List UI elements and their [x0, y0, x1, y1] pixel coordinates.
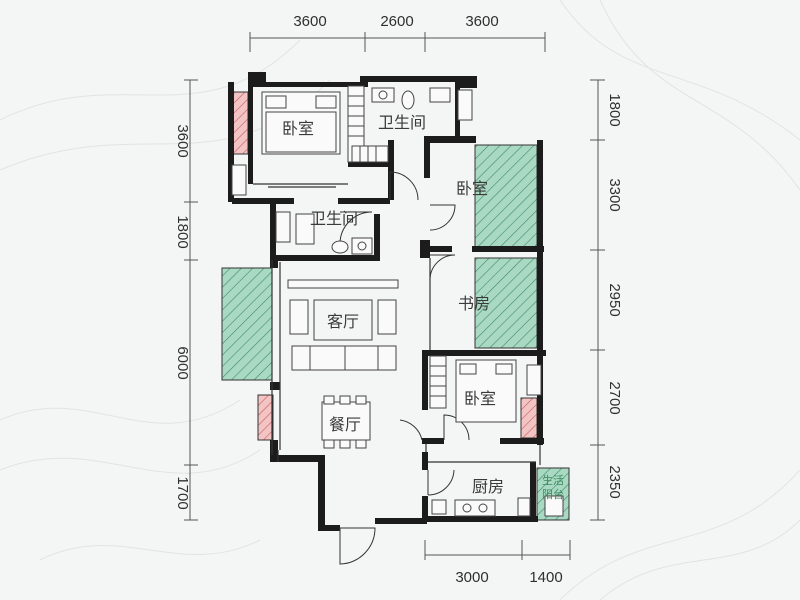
thin-lines: [253, 183, 541, 465]
dimension-lines: [184, 32, 605, 560]
dim-bottom-1: 3000: [455, 569, 488, 586]
dim-right-1: 1800: [606, 93, 623, 126]
room-label-kitchen: 厨房: [472, 477, 504, 496]
room-label-master-bedroom: 卧室: [282, 119, 314, 138]
room-label-small-bedroom: 卧室: [464, 389, 496, 408]
room-label-master-bathroom: 卫生间: [378, 113, 426, 132]
room-label-east-bedroom: 卧室: [456, 179, 488, 198]
balcony-master-hatch: [231, 91, 249, 155]
dim-left-2: 1800: [174, 215, 191, 248]
walls: [228, 72, 546, 531]
room-label-living: 客厅: [327, 312, 359, 331]
room-label-laundry-line1: 生活: [542, 473, 564, 487]
furniture: [231, 85, 564, 517]
dim-right-5: 2350: [606, 465, 623, 498]
dim-top-1: 3600: [293, 13, 326, 30]
balcony-dining-hatch: [257, 394, 274, 441]
dim-top-2: 2600: [380, 13, 413, 30]
room-label-dining: 餐厅: [329, 415, 361, 434]
room-label-study: 书房: [458, 294, 490, 313]
balcony-living: [221, 267, 273, 381]
dim-right-4: 2700: [606, 381, 623, 414]
dim-top-3: 3600: [465, 13, 498, 30]
dim-left-1: 3600: [174, 124, 191, 157]
room-label-laundry-line2: 阳台: [542, 487, 564, 501]
dim-left-3: 6000: [174, 346, 191, 379]
dim-right-3: 2950: [606, 283, 623, 316]
doors: [339, 171, 470, 565]
balcony-study: [474, 257, 538, 349]
dim-left-4: 1700: [174, 476, 191, 509]
dim-bottom-2: 1400: [529, 569, 562, 586]
balcony-small-bedroom-hatch: [520, 397, 538, 439]
dim-right-2: 3300: [606, 178, 623, 211]
room-label-public-bathroom: 卫生间: [310, 209, 358, 228]
